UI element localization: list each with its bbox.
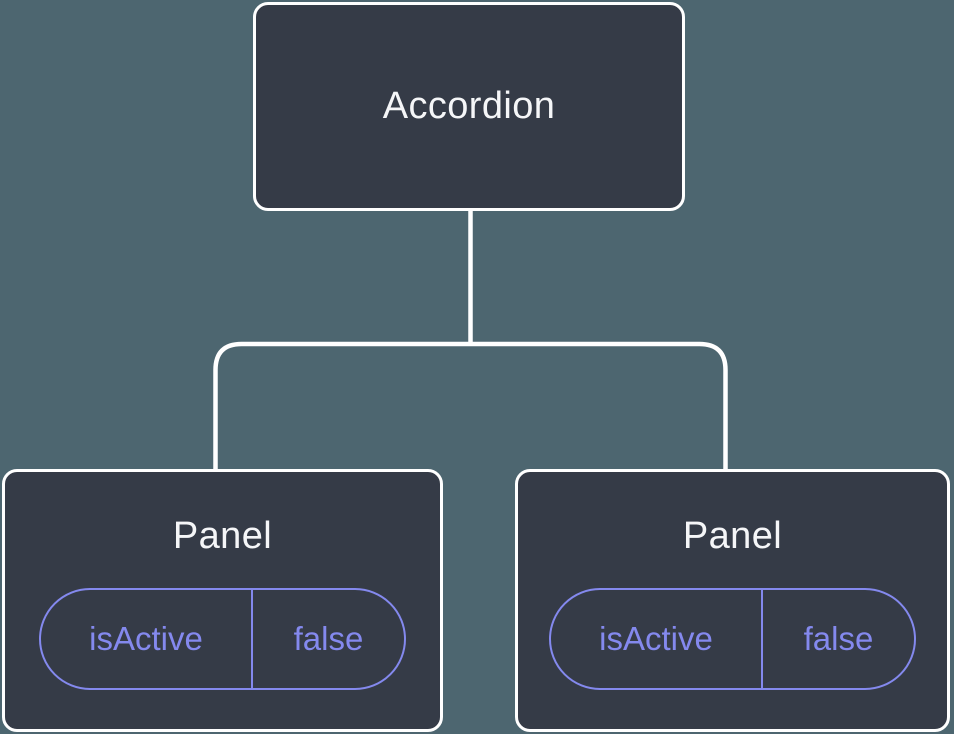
component-node-accordion: Accordion bbox=[253, 2, 685, 211]
node-label: Panel bbox=[682, 515, 783, 557]
component-node-panel-1: Panel isActive false bbox=[2, 469, 443, 732]
component-node-panel-2: Panel isActive false bbox=[515, 469, 950, 732]
node-label: Panel bbox=[172, 515, 273, 557]
node-label: Accordion bbox=[382, 85, 556, 128]
state-key: isActive bbox=[89, 620, 203, 658]
state-pill: isActive false bbox=[549, 588, 916, 691]
state-value: false bbox=[250, 590, 404, 689]
state-pill: isActive false bbox=[39, 588, 406, 691]
state-value: false bbox=[760, 590, 914, 689]
connector-branch bbox=[213, 341, 728, 470]
state-key: isActive bbox=[599, 620, 713, 658]
